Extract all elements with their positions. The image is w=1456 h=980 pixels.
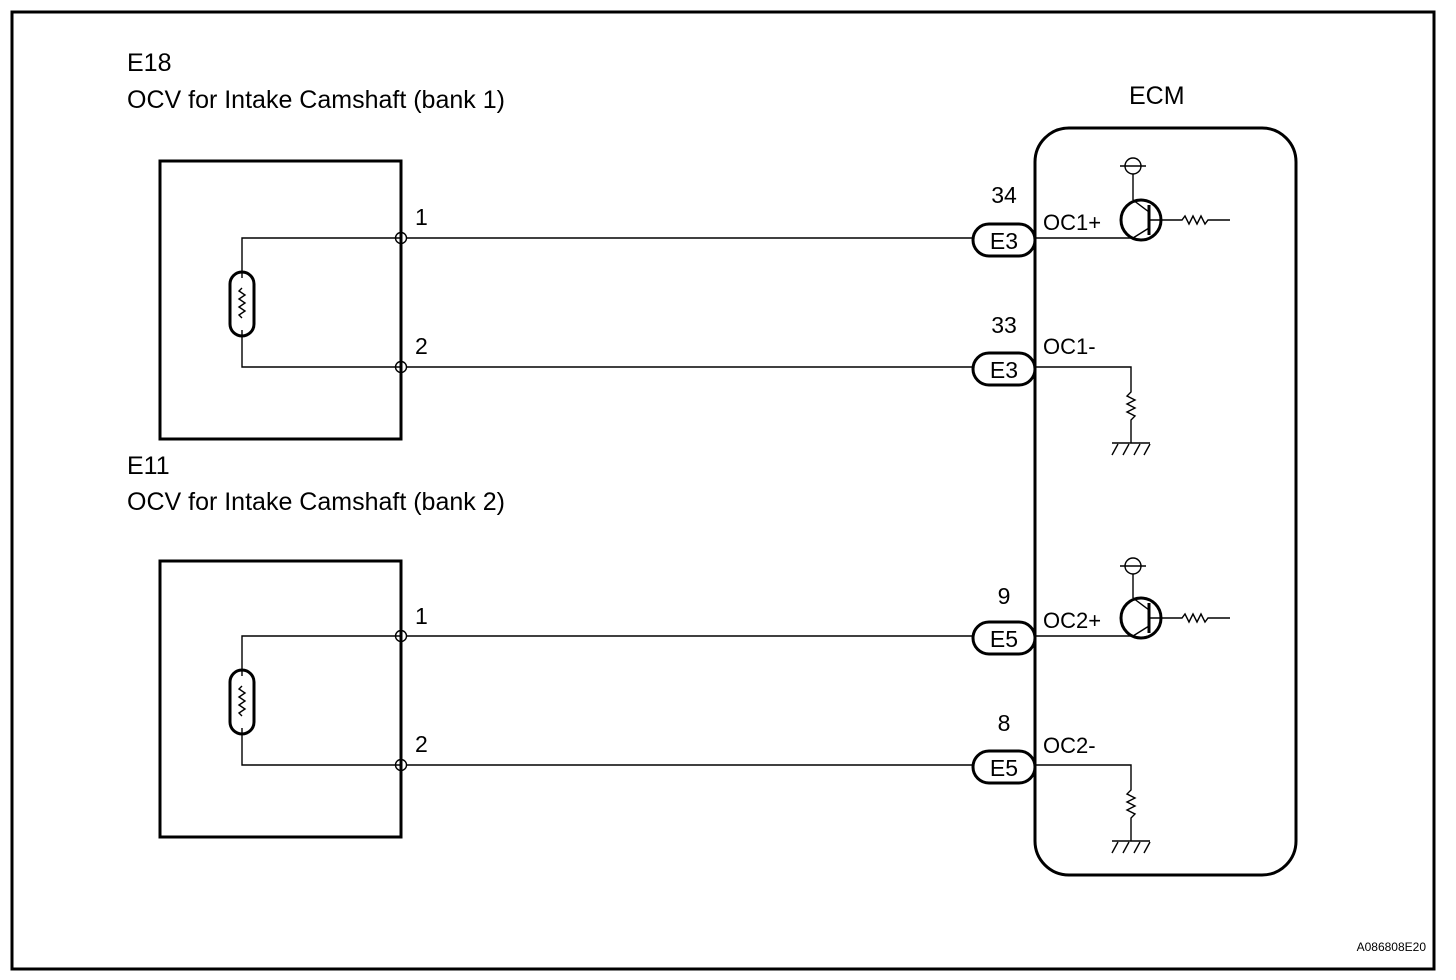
terminal-pin-number: 33 [991, 312, 1017, 338]
connector-label: E5 [990, 626, 1018, 652]
connector-label: E3 [990, 228, 1018, 254]
terminal-pin-number: 8 [998, 710, 1011, 736]
transistor-icon [1035, 157, 1230, 242]
ecm-title: ECM [1129, 82, 1185, 110]
e18-pin1-label: 1 [415, 204, 428, 230]
ecm-box [1033, 126, 1298, 877]
e11-title: OCV for Intake Camshaft (bank 2) [127, 488, 505, 516]
ground-resistor-icon [1035, 764, 1151, 854]
signal-name: OC2+ [1043, 608, 1101, 633]
signal-name: OC1- [1043, 334, 1096, 359]
frame-border [10, 10, 1436, 971]
connector-label: E3 [990, 357, 1018, 383]
e11-pin2-label: 2 [415, 731, 428, 757]
e18-title: OCV for Intake Camshaft (bank 1) [127, 86, 505, 114]
ground-resistor-icon [1035, 366, 1151, 456]
transistor-icon [1035, 557, 1230, 640]
e11-ocv-component [158, 559, 408, 839]
figure-reference: A086808E20 [1357, 940, 1427, 954]
connector-pill [971, 749, 1037, 785]
e18-code: E18 [127, 49, 171, 77]
connector-pill [971, 351, 1037, 387]
terminal-pin-number: 34 [991, 182, 1017, 208]
e11-code: E11 [127, 452, 170, 480]
connector-label: E5 [990, 755, 1018, 781]
signal-name: OC2- [1043, 733, 1096, 758]
e11-pin1-label: 1 [415, 603, 428, 629]
signal-name: OC1+ [1043, 210, 1101, 235]
e18-pin2-label: 2 [415, 333, 428, 359]
e11-solenoid-coil-icon [228, 668, 256, 736]
terminal-pin-number: 9 [998, 583, 1011, 609]
e18-ocv-component [158, 159, 408, 441]
connector-pill [971, 222, 1037, 258]
connector-pill [971, 620, 1037, 656]
e18-solenoid-coil-icon [228, 270, 256, 338]
